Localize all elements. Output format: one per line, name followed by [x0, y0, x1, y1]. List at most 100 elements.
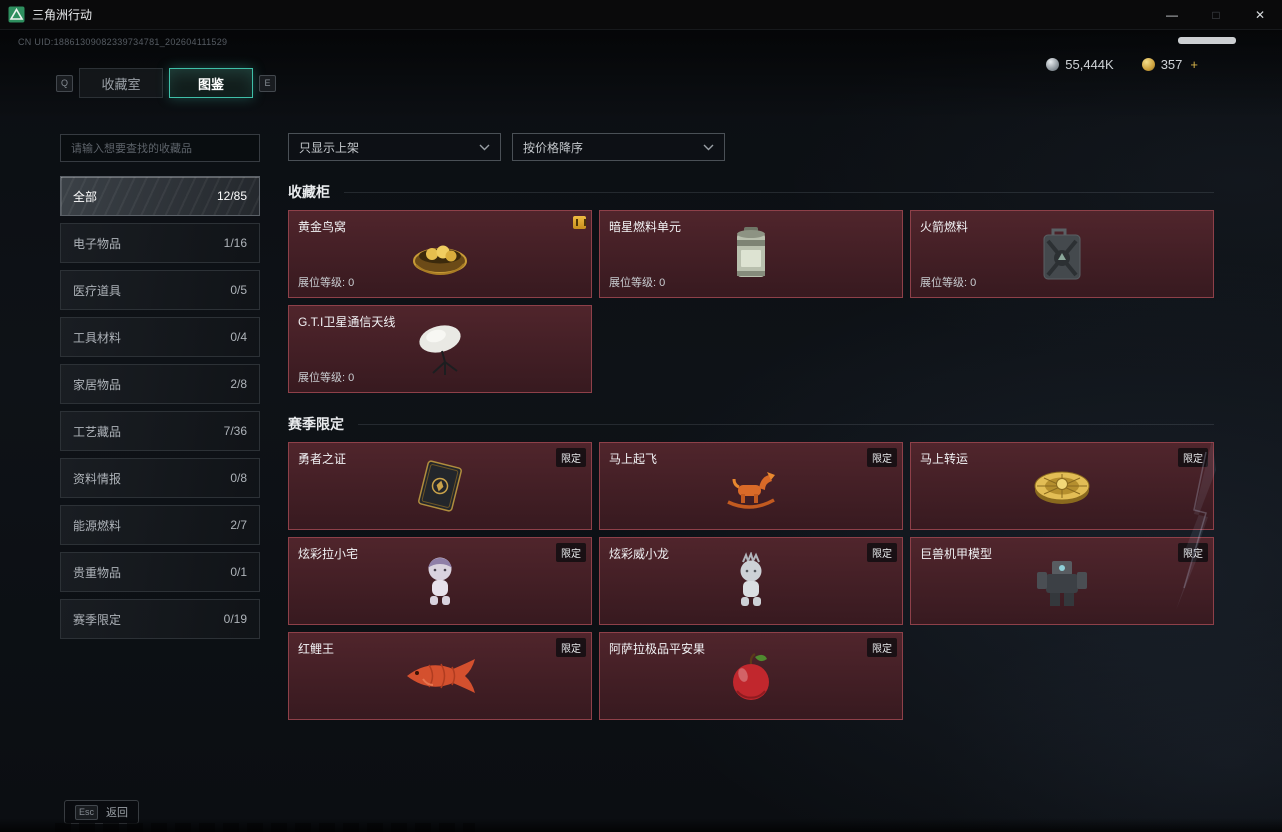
- category-count: 0/19: [223, 612, 247, 626]
- fuel-cell-icon: [729, 224, 773, 284]
- esc-hint[interactable]: Esc 返回: [64, 800, 140, 824]
- golden-wheel-icon: [1029, 462, 1095, 510]
- item-card-rocking-horse[interactable]: 马上起飞 限定: [599, 442, 903, 530]
- item-card-figure-girl[interactable]: 炫彩拉小宅 限定: [288, 537, 592, 625]
- category-medical[interactable]: 医疗道具 0/5: [60, 270, 260, 310]
- limited-badge: 限定: [556, 638, 586, 657]
- sort-filter-dropdown[interactable]: 按价格降序: [512, 133, 725, 161]
- category-season[interactable]: 赛季限定 0/19: [60, 599, 260, 639]
- item-card-golden-wheel[interactable]: 马上转运 限定: [910, 442, 1214, 530]
- esc-keycap: Esc: [75, 804, 99, 820]
- category-energy[interactable]: 能源燃料 2/7: [60, 505, 260, 545]
- category-label: 家居物品: [73, 377, 122, 392]
- limited-badge: 限定: [867, 543, 897, 562]
- tab-label: 图鉴: [197, 76, 224, 92]
- clipped-bottom-row: [55, 823, 475, 832]
- currency-bar: 55,444K 357 +: [1046, 57, 1198, 72]
- category-label: 工艺藏品: [73, 424, 122, 439]
- item-name: 黄金鸟窝: [298, 220, 347, 234]
- category-valuables[interactable]: 贵重物品 0/1: [60, 552, 260, 592]
- upgrade-badge-icon: [573, 216, 586, 229]
- category-list: 全部 12/85 电子物品 1/16 医疗道具 0/5 工具材料 0/4 家居物…: [60, 176, 260, 639]
- chevron-down-icon: [703, 140, 714, 154]
- maximize-button[interactable]: □: [1194, 0, 1238, 30]
- window-title: 三角洲行动: [32, 8, 93, 22]
- category-household[interactable]: 家居物品 2/8: [60, 364, 260, 404]
- section-header-cabinet: 收藏柜: [288, 183, 1214, 201]
- category-tools[interactable]: 工具材料 0/4: [60, 317, 260, 357]
- limited-badge: 限定: [867, 448, 897, 467]
- listing-filter-dropdown[interactable]: 只显示上架: [288, 133, 501, 161]
- item-card-hero-card[interactable]: 勇者之证 限定: [288, 442, 592, 530]
- category-label: 能源燃料: [73, 518, 122, 533]
- item-level: 展位等级: 0: [298, 277, 355, 289]
- minimize-button[interactable]: —: [1150, 0, 1194, 30]
- uid-text: CN UID:18861309082339734781_202604111529: [18, 37, 228, 47]
- currency-secondary-value: 357: [1160, 57, 1183, 72]
- limited-badge: 限定: [556, 543, 586, 562]
- item-name: 勇者之证: [298, 452, 347, 466]
- category-craft[interactable]: 工艺藏品 7/36: [60, 411, 260, 451]
- tab-label: 收藏室: [101, 76, 141, 92]
- window-controls: — □ ✕: [1150, 0, 1282, 30]
- tab-prev-keycap[interactable]: Q: [56, 74, 73, 92]
- hero-card-icon: [412, 458, 468, 514]
- filter-bar: 只显示上架 按价格降序: [288, 133, 1214, 161]
- sort-filter-value: 按价格降序: [523, 140, 584, 155]
- cabinet-grid: 黄金鸟窝 展位等级: 0 暗星燃料单元: [288, 210, 1214, 393]
- item-name: 马上转运: [920, 452, 969, 466]
- category-label: 赛季限定: [73, 612, 122, 627]
- category-count: 12/85: [216, 189, 247, 203]
- chevron-down-icon: [479, 140, 490, 154]
- category-intel[interactable]: 资料情报 0/8: [60, 458, 260, 498]
- item-card-fuel-cell[interactable]: 暗星燃料单元 展位等级: 0: [599, 210, 903, 298]
- tab-bar: Q 收藏室 图鉴 E: [56, 68, 276, 98]
- category-label: 电子物品: [73, 236, 122, 251]
- search-placeholder: 请输入想要查找的收藏品: [71, 143, 192, 155]
- category-count: 0/4: [230, 330, 247, 344]
- item-level: 展位等级: 0: [920, 277, 977, 289]
- category-all[interactable]: 全部 12/85: [60, 176, 260, 216]
- banner-pill: [1178, 37, 1236, 44]
- app-logo-icon: [8, 6, 25, 23]
- item-card-red-apple[interactable]: 阿萨拉极品平安果 限定: [599, 632, 903, 720]
- tab-next-keycap[interactable]: E: [259, 74, 276, 92]
- item-name: 马上起飞: [609, 452, 658, 466]
- item-level: 展位等级: 0: [609, 277, 666, 289]
- section-title: 赛季限定: [288, 416, 344, 432]
- sidebar: 请输入想要查找的收藏品 全部 12/85 电子物品 1/16 医疗道具 0/5 …: [60, 134, 260, 646]
- item-name: 阿萨拉极品平安果: [609, 642, 706, 656]
- gold-coin-icon: [1141, 58, 1155, 71]
- item-name: 红鲤王: [298, 642, 335, 656]
- satellite-dish-icon: [409, 321, 471, 377]
- section-title: 收藏柜: [288, 184, 330, 200]
- currency-secondary[interactable]: 357 +: [1141, 57, 1198, 72]
- item-card-golden-nest[interactable]: 黄金鸟窝 展位等级: 0: [288, 210, 592, 298]
- tab-gallery[interactable]: 图鉴: [169, 68, 253, 98]
- item-card-red-koi[interactable]: 红鲤王 限定: [288, 632, 592, 720]
- mech-model-icon: [1031, 554, 1093, 608]
- category-count: 2/8: [230, 377, 247, 391]
- listing-filter-value: 只显示上架: [299, 140, 360, 155]
- close-button[interactable]: ✕: [1238, 0, 1282, 30]
- category-count: 2/7: [230, 518, 247, 532]
- silver-coin-icon: [1046, 58, 1060, 71]
- category-label: 资料情报: [73, 471, 122, 486]
- item-card-mech-model[interactable]: 巨兽机甲模型 限定: [910, 537, 1214, 625]
- red-apple-icon: [727, 649, 775, 703]
- item-card-satellite-dish[interactable]: G.T.I卫星通信天线 展位等级: 0: [288, 305, 592, 393]
- item-card-fuel-can[interactable]: 火箭燃料 展位等级: 0: [910, 210, 1214, 298]
- item-card-figure-dragon[interactable]: 炫彩威小龙 限定: [599, 537, 903, 625]
- figure-dragon-icon: [733, 551, 769, 610]
- add-currency-button[interactable]: +: [1190, 57, 1198, 72]
- category-count: 0/1: [230, 565, 247, 579]
- figure-girl-icon: [421, 553, 459, 609]
- category-electronics[interactable]: 电子物品 1/16: [60, 223, 260, 263]
- rocking-horse-icon: [720, 460, 782, 512]
- item-name: 炫彩拉小宅: [298, 547, 359, 561]
- limited-badge: 限定: [1178, 543, 1208, 562]
- tab-collection-room[interactable]: 收藏室: [79, 68, 163, 98]
- search-input[interactable]: 请输入想要查找的收藏品: [60, 134, 260, 162]
- item-name: 火箭燃料: [920, 220, 969, 234]
